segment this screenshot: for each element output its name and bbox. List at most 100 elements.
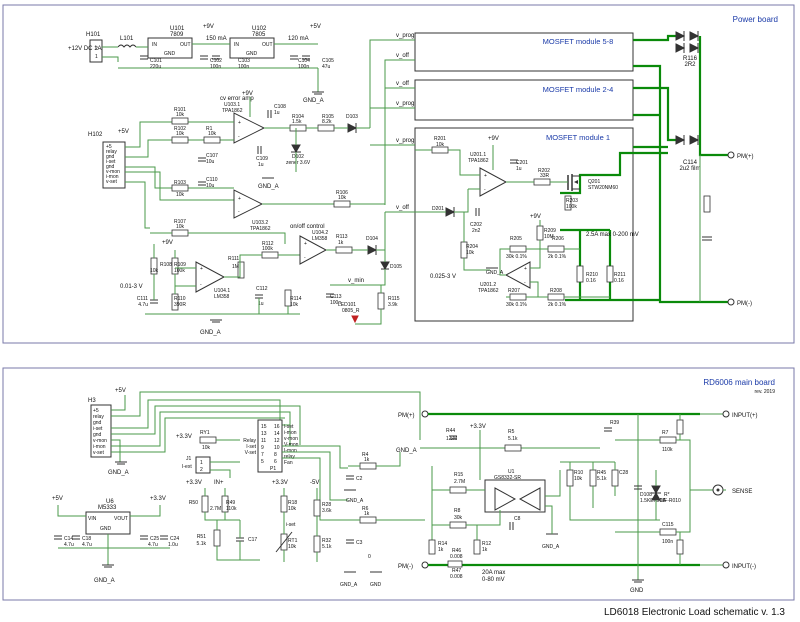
svg-text:v-set: v-set xyxy=(106,179,117,185)
c8-ref: C8 xyxy=(514,516,521,522)
gnd-a-power: GND_A xyxy=(303,98,324,104)
c113-value: 100n xyxy=(330,300,341,306)
r210-resistor xyxy=(576,265,584,283)
c105-ref: C105 xyxy=(322,58,334,64)
r113-ref: R113 xyxy=(336,234,348,240)
main-pm-minus-terminal xyxy=(421,561,429,569)
c2-ref: C2 xyxy=(356,476,363,482)
svg-text:2: 2 xyxy=(200,467,203,473)
u104-2-opamp xyxy=(299,235,328,265)
c111-value: 4.7u xyxy=(138,302,148,308)
r112-ref: R112 xyxy=(262,241,274,247)
u201-1-opamp xyxy=(479,167,508,197)
r211-value: 0.16 xyxy=(614,278,624,284)
max-2-5a: 2.5A max 0-200 mV xyxy=(586,232,639,238)
u1-value: GS8332-SR xyxy=(494,475,521,481)
r7-resistor xyxy=(659,528,677,536)
in-plus-label: IN+ xyxy=(214,480,224,486)
r39-ref: R7 xyxy=(662,430,669,436)
svg-text:16: 16 xyxy=(274,424,280,430)
d103-ref: D103 xyxy=(346,114,358,120)
svg-text:V-mon: V-mon xyxy=(284,442,299,448)
svg-text:v-mon: v-mon xyxy=(106,169,120,175)
svg-text:I-mon: I-mon xyxy=(284,448,297,454)
c14-ref: C14 xyxy=(64,536,73,542)
r5-resistor xyxy=(566,469,574,487)
svg-text:14: 14 xyxy=(274,431,280,437)
r110-value: 390R xyxy=(174,302,186,308)
svg-text:+5: +5 xyxy=(106,144,112,150)
r44-value: 5.1k xyxy=(508,436,518,442)
c103-ref: C103 xyxy=(238,58,250,64)
r5-value: 10k xyxy=(574,476,583,482)
r210-value: 0.16 xyxy=(586,278,596,284)
r115-resistor xyxy=(377,292,385,310)
r209-value: 10M xyxy=(544,234,554,240)
on-off-control-label: on/off control xyxy=(290,224,325,230)
plus-9v-r209: +9V xyxy=(530,214,541,220)
rt1-value: 10k xyxy=(288,544,297,550)
r108-ref: R108 xyxy=(160,262,172,268)
gnd-a-main: GND_A xyxy=(396,448,417,454)
c112-value: 1u xyxy=(258,301,264,307)
mosfet-module-1-block: MOSFET module 1 xyxy=(414,127,634,322)
c202-ref: C202 xyxy=(470,222,482,228)
r51-resistor xyxy=(213,529,221,547)
svg-text:2: 2 xyxy=(95,46,98,52)
plus-5v-h3: +5V xyxy=(115,388,126,394)
dc-input-label: +12V DC 1A xyxy=(68,46,102,52)
svg-text:i-mon: i-mon xyxy=(93,444,106,450)
led101-value: 0805_R xyxy=(342,308,360,314)
svg-text:11: 11 xyxy=(261,438,266,444)
r10-ref: R45 xyxy=(597,470,606,476)
u104-2-ref: U104.2 xyxy=(312,230,328,236)
r115-ref: R115 xyxy=(388,296,400,302)
svg-text:15: 15 xyxy=(261,424,267,430)
c104-ref: C104 xyxy=(298,58,310,64)
u201-1-wiring xyxy=(415,145,568,190)
c25-value: 4.7u xyxy=(148,542,158,548)
c26-ref: R44 xyxy=(446,428,455,434)
r209-resistor xyxy=(536,225,544,241)
d102-value: zener 3.6V xyxy=(286,160,311,166)
main-pm-plus-label: PM(+) xyxy=(398,413,415,419)
svg-text:I-set: I-set xyxy=(246,444,256,450)
r32-resistor xyxy=(313,535,321,553)
fuse-minus xyxy=(676,539,684,555)
u6-ref: U6 xyxy=(106,499,114,505)
d102-ref: D102 xyxy=(292,154,304,160)
r208-resistor xyxy=(547,293,565,301)
svg-text:-: - xyxy=(304,255,306,261)
current-150ma: 150 mA xyxy=(206,36,227,42)
plus-3v3-r18: +3.3V xyxy=(272,480,288,486)
sense-wiring xyxy=(615,439,716,533)
r209-ref: R209 xyxy=(544,228,556,234)
d103-diode xyxy=(347,123,358,133)
r32-ref: R32 xyxy=(322,538,331,544)
r114-ref: R114 xyxy=(290,296,302,302)
r105-ref: R105 xyxy=(322,114,334,120)
c109-value: 1u xyxy=(258,162,264,168)
plus-9v-u201: +9V xyxy=(488,136,499,142)
r106-ref: R106 xyxy=(336,190,348,196)
r15-value: 2.7M xyxy=(454,479,465,485)
svg-text:relay: relay xyxy=(93,414,104,420)
v-prog-label-low: v_prog xyxy=(396,138,414,144)
r203-resistor xyxy=(564,195,572,211)
d106-diode xyxy=(675,31,700,53)
j1-value: I-ext xyxy=(182,464,192,470)
main-board-rev: rev. 2019 xyxy=(755,389,776,395)
u6-capacitors xyxy=(54,535,168,540)
r46-value: 0.008 xyxy=(450,554,463,560)
svg-text:+5: +5 xyxy=(93,408,99,414)
r51-ref: R51 xyxy=(197,534,206,540)
r105-resistor xyxy=(317,124,335,132)
svg-text:GND: GND xyxy=(100,526,112,532)
r7-value: 100n xyxy=(662,539,673,545)
d105-ref: D105 xyxy=(390,264,402,270)
r44-resistor xyxy=(504,444,522,452)
c24-ref: C24 xyxy=(170,536,179,542)
r205-ref: R205 xyxy=(510,236,522,242)
d106-ref: R116 xyxy=(683,56,698,62)
